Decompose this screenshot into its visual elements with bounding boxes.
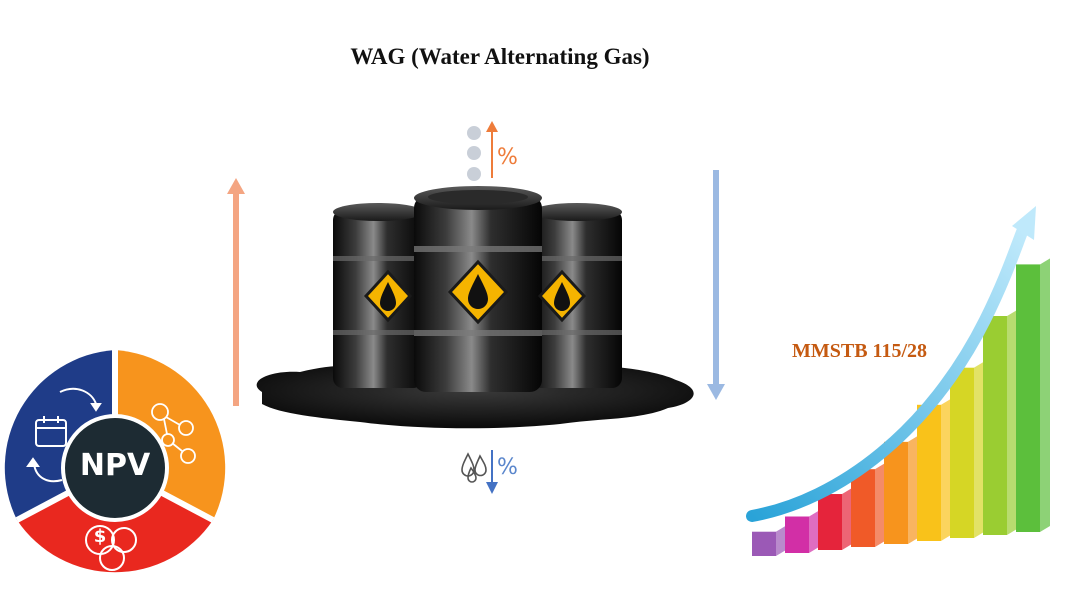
chart-bar-6 [917,398,951,541]
mmstb-label: MMSTB 115/28 [792,340,928,362]
gas-percent: % [497,145,518,170]
production-up-arrow [227,178,245,406]
water-arrow-down-icon [486,450,498,494]
oil-drop-icon-right [537,269,587,323]
chart-bar-1 [752,525,786,556]
gas-bubbles-icon [467,126,481,181]
npv-cycle [4,350,226,573]
trend-arrow-icon [746,226,1028,522]
npv-label: NPV [79,448,151,483]
molecule-icon [151,403,196,464]
oil-drop-icon-center [447,259,509,325]
npv-dollar-sign: $ [93,526,107,547]
chart-bar-2 [785,510,819,553]
cycle-arrows-icon [26,387,102,483]
oil-drop-icon-left [363,269,413,323]
chart-bar-3 [818,488,852,550]
gas-arrow-up-icon [486,121,498,178]
chart-bar-8 [983,310,1017,535]
dollar-coins-icon [85,525,137,571]
production-down-arrow [707,170,725,400]
water-drops-icon [461,452,487,483]
trend-arrow-head [1012,206,1036,240]
calendar-icon [35,416,67,447]
chart-bar-7 [950,361,984,538]
diagram-title: WAG (Water Alternating Gas) [350,44,650,69]
water-percent: % [497,455,518,480]
chart-bar-9 [1016,258,1050,532]
